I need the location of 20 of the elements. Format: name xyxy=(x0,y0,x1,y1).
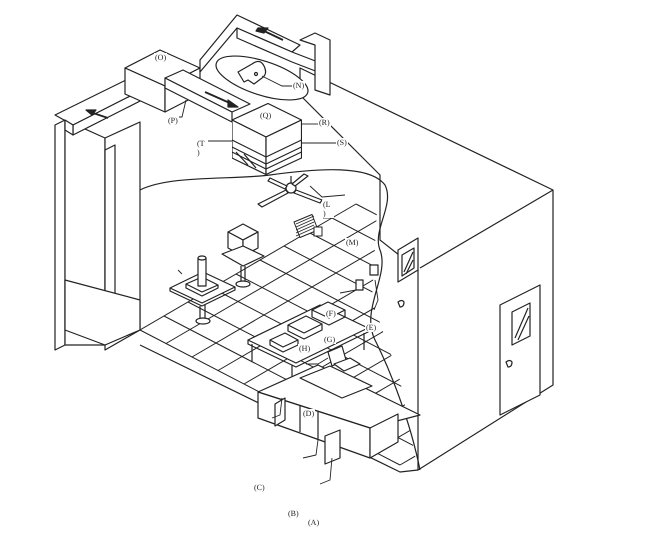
callout-letter: (R) xyxy=(318,118,331,127)
callout-letter: (P) xyxy=(167,116,179,125)
callout-letter: (M) xyxy=(345,238,360,247)
callout-letter: (S) xyxy=(336,138,348,147)
callout-letter: (O) xyxy=(154,53,168,62)
callout-letter: (E) xyxy=(365,323,378,332)
callout-letter: (D) xyxy=(302,409,316,418)
callout-letter: (N) xyxy=(292,81,306,90)
callout-letter: (H) xyxy=(298,344,312,353)
callout-letter: (B) xyxy=(287,509,300,518)
callout-letter: (C) xyxy=(253,483,266,492)
callout-letter: (A) xyxy=(307,518,320,527)
leader-line xyxy=(302,142,336,144)
callout-letter: (L ) xyxy=(322,200,334,218)
leader-line xyxy=(262,76,292,86)
leader-line xyxy=(178,100,186,118)
callout-letter: (Q) xyxy=(259,111,272,120)
callout-letter: (G) xyxy=(323,335,336,344)
leader-line xyxy=(208,140,232,142)
callout-letter: (F) xyxy=(325,309,337,318)
